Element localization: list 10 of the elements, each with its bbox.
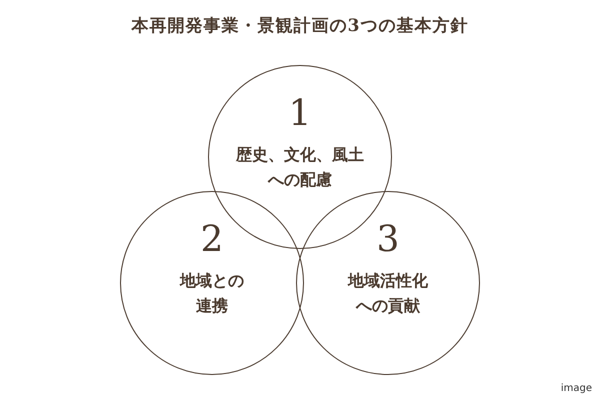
circle-label: 歴史、文化、風土への配慮	[234, 144, 365, 191]
circle-label: 地域活性化への貢献	[346, 270, 429, 317]
circle-number: 1	[288, 94, 312, 134]
circle-number: 2	[200, 220, 224, 260]
diagram-title: 本再開発事業・景観計画の3つの基本方針	[130, 15, 470, 37]
circle-number: 3	[376, 220, 400, 260]
image-note: image	[560, 383, 592, 394]
venn-circle	[120, 191, 304, 375]
circle-label: 地域との連携	[178, 270, 245, 317]
venn-circle	[296, 191, 480, 375]
